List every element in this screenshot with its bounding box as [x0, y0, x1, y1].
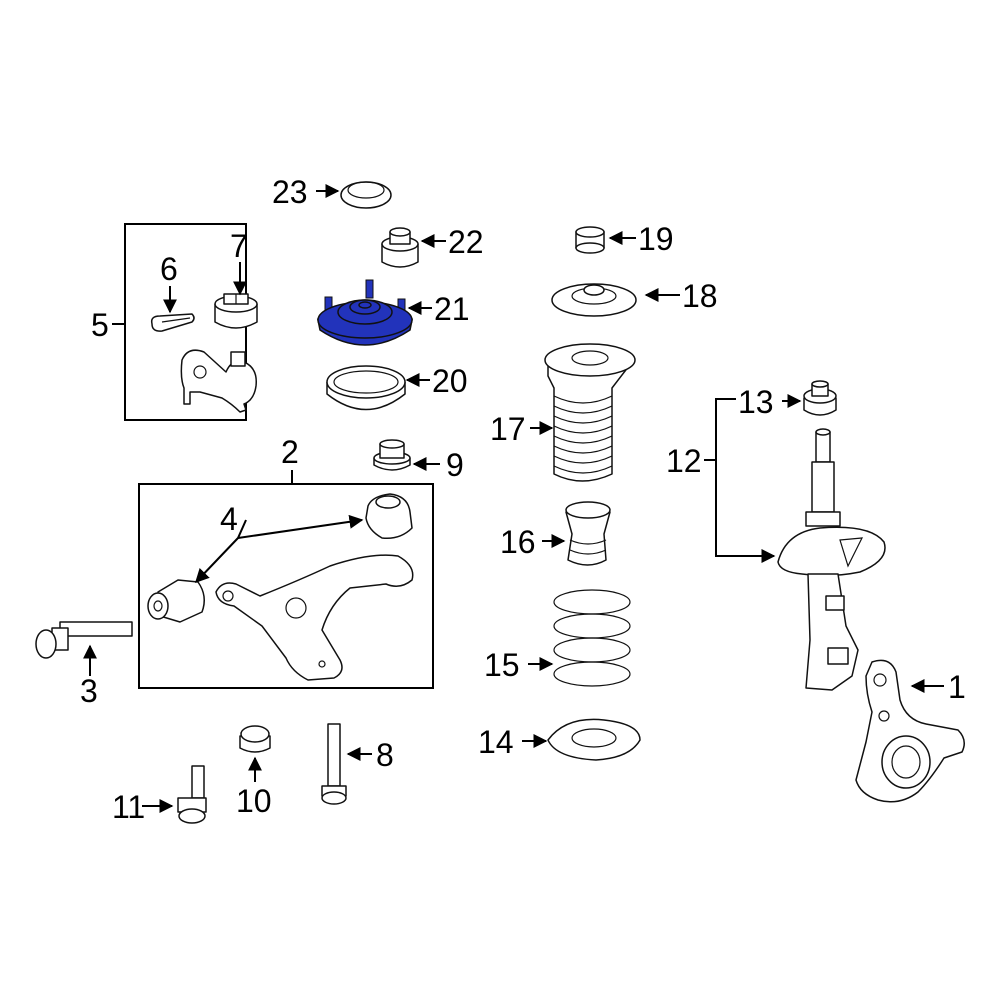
part-ball-joint[interactable] — [180, 349, 257, 413]
callout-21: 21 — [434, 291, 470, 327]
part-3-bolt[interactable] — [35, 621, 133, 659]
part-10-nut[interactable] — [239, 725, 271, 753]
part-4-front-bushing[interactable] — [147, 579, 205, 623]
callout-19: 19 — [638, 221, 674, 257]
callout-9: 9 — [446, 447, 464, 483]
callout-4: 4 — [220, 501, 238, 537]
callout-6: 6 — [160, 251, 178, 287]
callout-15: 15 — [484, 647, 520, 683]
callout-5: 5 — [91, 307, 109, 343]
part-lower-control-arm[interactable] — [215, 554, 414, 681]
callout-14: 14 — [478, 724, 514, 760]
callout-7: 7 — [230, 228, 248, 264]
part-8-bolt[interactable] — [321, 723, 347, 805]
callout-20: 20 — [432, 363, 468, 399]
part-9-nut[interactable] — [373, 439, 411, 471]
group-box-2 — [138, 483, 434, 689]
part-23-dust-cap[interactable] — [340, 181, 392, 209]
callout-18: 18 — [682, 278, 718, 314]
part-6-cotter-pin[interactable] — [150, 313, 195, 332]
callout-13: 13 — [738, 384, 774, 420]
callout-2: 2 — [281, 434, 299, 470]
leader-12 — [715, 398, 776, 563]
part-21-strut-mount[interactable] — [316, 279, 414, 346]
part-22-nut[interactable] — [381, 227, 419, 268]
callout-16: 16 — [500, 524, 536, 560]
part-18-spring-seat[interactable] — [551, 283, 637, 317]
callout-12: 12 — [666, 443, 702, 479]
part-1-steering-knuckle[interactable] — [855, 659, 965, 803]
part-20-bearing[interactable] — [326, 365, 406, 411]
callout-1: 1 — [948, 669, 966, 705]
callout-10: 10 — [236, 783, 272, 819]
part-19-bushing[interactable] — [575, 226, 605, 254]
part-17-dust-boot[interactable] — [544, 343, 636, 482]
part-11-bolt[interactable] — [177, 765, 207, 824]
callout-17: 17 — [490, 411, 526, 447]
callout-3: 3 — [80, 673, 98, 709]
part-13-nut[interactable] — [803, 380, 837, 416]
part-15-coil-spring[interactable] — [553, 589, 631, 687]
callout-8: 8 — [376, 737, 394, 773]
callout-22: 22 — [448, 224, 484, 260]
part-7-castle-nut[interactable] — [214, 293, 258, 329]
part-14-insulator[interactable] — [547, 718, 641, 761]
callout-11: 11 — [112, 789, 145, 825]
leader-4-b — [237, 514, 364, 539]
part-12-strut[interactable] — [777, 428, 886, 691]
part-4-rear-bushing[interactable] — [365, 493, 413, 540]
callout-23: 23 — [272, 174, 308, 210]
part-16-bump-stop[interactable] — [565, 501, 611, 566]
